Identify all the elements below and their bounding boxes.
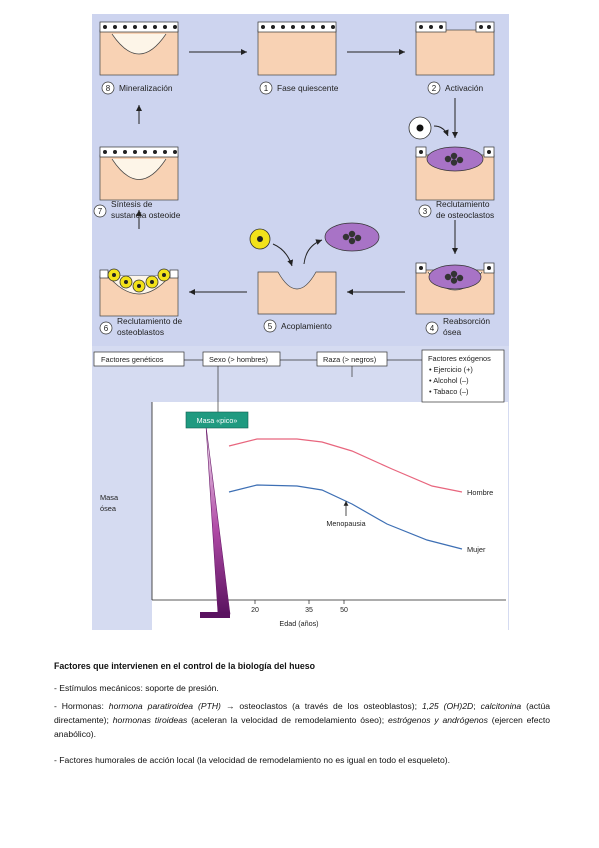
series-line-mujer: [228, 484, 463, 550]
lining-cell-nucleus: [419, 25, 423, 29]
factor-exercise: • Ejercicio (+): [429, 365, 473, 374]
lining-cell-nucleus: [133, 150, 137, 154]
peak-mass-label-box: [185, 411, 249, 429]
step-label-osteoid-2: sustancia osteoide: [111, 210, 181, 220]
lining-cell-nucleus: [143, 25, 147, 29]
step-label-resorption-2: ósea: [443, 327, 462, 337]
bone-mass-chart: Masa «pico» Hombre Mujer Menopausia Masa…: [100, 402, 506, 628]
step-number-7: 7: [98, 207, 103, 216]
block-mineralization: [99, 21, 179, 76]
cycle-arrows: [136, 49, 458, 295]
series-label-mujer: Mujer: [467, 545, 486, 554]
step-number-4: 4: [430, 324, 435, 333]
y-axis-label-2: ósea: [100, 504, 117, 513]
lining-cell-nucleus: [439, 25, 443, 29]
lining-cell-nucleus: [487, 25, 491, 29]
factor-tobacco: • Tabaco (–): [429, 387, 468, 396]
step-number-3: 3: [423, 207, 428, 216]
step-label-activation: Activación: [445, 83, 484, 93]
lining-cell-nucleus: [123, 25, 127, 29]
lining-cell-nucleus: [331, 25, 335, 29]
y-axis-label-1: Masa: [100, 493, 119, 502]
factor-race: Raza (> negros): [323, 355, 376, 364]
factor-sex: Sexo (> hombres): [209, 355, 268, 364]
step-label-osteoblasts-1: Reclutamiento de: [117, 316, 183, 326]
bullet-hormones: - Hormonas: hormona paratiroidea (PTH) →…: [54, 701, 551, 739]
lining-cell-nucleus: [311, 25, 315, 29]
lining-cell-nucleus: [321, 25, 325, 29]
lining-cell-nucleus: [143, 150, 147, 154]
lining-cell-nucleus: [153, 25, 157, 29]
step-label-mineralization: Mineralización: [119, 83, 173, 93]
block-osteoclast-recruitment: [408, 116, 495, 201]
x-tick-35: 35: [305, 607, 313, 614]
block-resorption: [415, 262, 495, 315]
lining-cell-nucleus: [123, 150, 127, 154]
block-coupling: [249, 222, 380, 315]
bullet-mechanical: - Estímulos mecánicos: soporte de presió…: [54, 683, 219, 693]
lining-cell-nucleus: [487, 266, 491, 270]
lining-cell-nucleus: [163, 150, 167, 154]
step-label-osteoid-1: Síntesis de: [111, 199, 153, 209]
step-label-quiescent: Fase quiescente: [277, 83, 339, 93]
series-line-hombre: [228, 438, 463, 493]
lining-cell-nucleus: [487, 150, 491, 154]
step-label-resorption-1: Reabsorción: [443, 316, 490, 326]
peak-mass-label: Masa «pico»: [197, 416, 238, 425]
lining-cell-nucleus: [163, 25, 167, 29]
lining-cell-nucleus: [419, 266, 423, 270]
factor-exogenous-title: Factores exógenos: [428, 354, 491, 363]
lining-cell-nucleus: [103, 25, 107, 29]
block-quiescent: [257, 21, 337, 76]
x-tick-20: 20: [251, 607, 259, 614]
lining-cell-nucleus: [301, 25, 305, 29]
series-label-hombre: Hombre: [467, 488, 493, 497]
lining-cell-nucleus: [153, 150, 157, 154]
factor-genetic: Factores genéticos: [101, 355, 164, 364]
step-label-coupling: Acoplamiento: [281, 321, 332, 331]
chart-plot-area: [152, 402, 508, 630]
lining-cell-nucleus: [291, 25, 295, 29]
step-label-osteoclasts-2: de osteoclastos: [436, 210, 494, 220]
block-osteoid-synthesis: [99, 146, 179, 201]
bullet-humoral: - Factores humorales de acción local (la…: [54, 755, 451, 765]
step-number-8: 8: [106, 84, 111, 93]
x-tick-50: 50: [340, 607, 348, 614]
section-title: Factores que intervienen en el control d…: [54, 661, 316, 671]
lining-cell-nucleus: [113, 150, 117, 154]
step-number-5: 5: [268, 322, 273, 331]
block-activation: [415, 21, 495, 76]
lining-cell-nucleus: [173, 150, 177, 154]
lining-cell-nucleus: [261, 25, 265, 29]
step-number-6: 6: [104, 324, 109, 333]
lining-cell-nucleus: [113, 25, 117, 29]
bone-biology-figure: 8 Mineralización 1 Fase quiescente 2 Act…: [92, 14, 509, 630]
factor-alcohol: • Alcohol (–): [429, 376, 469, 385]
step-label-osteoclasts-1: Reclutamiento: [436, 199, 490, 209]
step-label-osteoblasts-2: osteoblastos: [117, 327, 164, 337]
step-number-2: 2: [432, 84, 437, 93]
lining-cell-nucleus: [271, 25, 275, 29]
lining-cell-nucleus: [429, 25, 433, 29]
block-osteoblast-recruitment: [99, 268, 179, 317]
step-number-1: 1: [264, 84, 269, 93]
lining-cell-nucleus: [173, 25, 177, 29]
lining-cell-nucleus: [133, 25, 137, 29]
lining-cell-nucleus: [479, 25, 483, 29]
lining-cell-nucleus: [419, 150, 423, 154]
x-axis-label: Edad (años): [279, 619, 318, 628]
menopause-annotation: Menopausia: [326, 519, 365, 528]
factors-row: Factores genéticos Sexo (> hombres) Raza…: [93, 349, 505, 428]
lining-cell-nucleus: [281, 25, 285, 29]
lining-cell-nucleus: [103, 150, 107, 154]
